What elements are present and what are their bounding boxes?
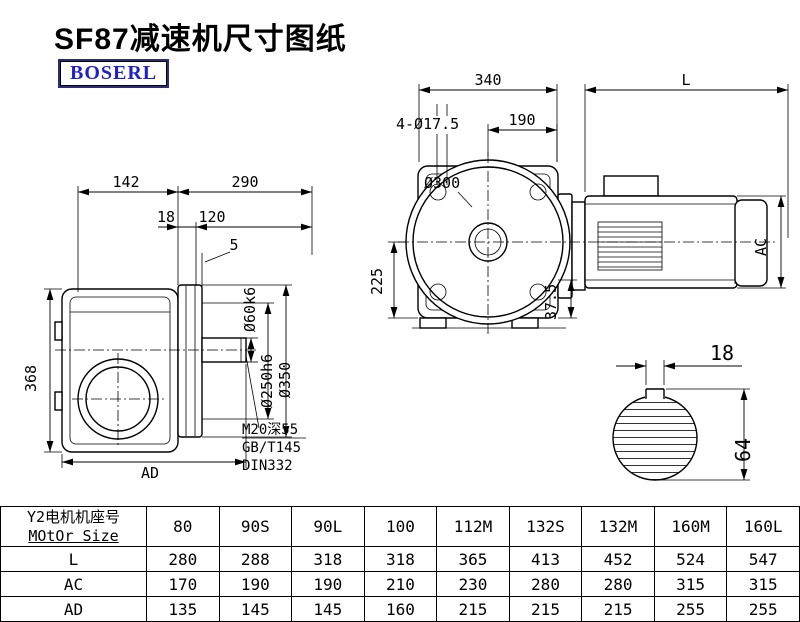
table-header-row: Y2电机机座号 MOtOr Size 80 90S 90L 100 112M 1…: [0, 506, 800, 547]
row-label: AC: [0, 571, 147, 597]
shaft-section-circle: [612, 395, 698, 481]
page-title: SF87减速机尺寸图纸: [54, 23, 347, 56]
size-col: 80: [146, 506, 220, 547]
dim-shaft-diameter: Ø60k6: [241, 287, 259, 332]
dim-L: L: [681, 71, 690, 89]
cell: 255: [653, 596, 728, 622]
bolt-hole: [429, 283, 447, 301]
size-col: 160M: [653, 506, 728, 547]
shaft-key-section: 18 64: [612, 341, 755, 481]
size-col: 100: [363, 506, 438, 547]
dim-225: 225: [368, 268, 386, 295]
dim-290: 290: [231, 173, 258, 191]
motor-size-header-en: MOtOr Size: [28, 526, 119, 545]
motor-adapter: [571, 201, 586, 291]
cell: 145: [218, 596, 293, 622]
dim-190: 190: [508, 111, 535, 129]
note-din-standard: DIN332: [242, 458, 293, 474]
cell: 280: [581, 571, 655, 597]
technical-drawing: 142 290 18 120 5 Ø60k6 Ø250h6 Ø350 368: [22, 71, 789, 482]
size-col: 132M: [581, 506, 655, 547]
cell: 280: [146, 546, 220, 572]
dim-37-5: 37.5: [542, 284, 560, 320]
cell: 365: [436, 546, 510, 572]
size-col: 160L: [726, 506, 800, 547]
cell: 288: [218, 546, 293, 572]
terminal-box: [603, 175, 659, 197]
cell: 190: [291, 571, 365, 597]
dim-368: 368: [22, 365, 40, 392]
foot-left: [419, 317, 447, 329]
cell: 280: [508, 571, 583, 597]
motor-dimension-table: Y2电机机座号 MOtOr Size 80 90S 90L 100 112M 1…: [0, 506, 800, 622]
side-view: 142 290 18 120 5 Ø60k6 Ø250h6 Ø350 368: [22, 173, 313, 482]
cell: 215: [436, 596, 510, 622]
note-tap: M20深55: [242, 422, 298, 438]
brand-logo: BOSERL: [58, 59, 170, 88]
dim-key-width-18: 18: [710, 341, 734, 365]
row-label: AD: [0, 596, 147, 622]
dim-5: 5: [229, 236, 238, 254]
dim-120: 120: [198, 208, 225, 226]
cell: 318: [363, 546, 438, 572]
dim-AC: AC: [752, 238, 770, 256]
cell: 255: [726, 596, 800, 622]
cell: 135: [146, 596, 220, 622]
cell: 524: [653, 546, 728, 572]
output-flange: [177, 284, 203, 438]
size-col: 112M: [436, 506, 510, 547]
cell: 160: [363, 596, 438, 622]
dim-flange-diameter: Ø350: [276, 362, 294, 398]
size-col: 90L: [291, 506, 365, 547]
cell: 413: [508, 546, 583, 572]
dim-bolt-holes: 4-Ø17.5: [396, 115, 459, 133]
dim-AD: AD: [141, 464, 159, 482]
cell: 190: [218, 571, 293, 597]
dim-key-depth-64: 64: [731, 438, 755, 462]
dim-flange-300: Ø300: [424, 174, 460, 192]
cell: 452: [581, 546, 655, 572]
dim-340: 340: [474, 71, 501, 89]
motor-size-header-cn: Y2电机机座号: [26, 507, 121, 526]
cell: 210: [363, 571, 438, 597]
row-label: L: [0, 546, 147, 572]
bolt-hole: [529, 283, 547, 301]
cell: 315: [726, 571, 800, 597]
bolt-hole: [429, 183, 447, 201]
brand-logo-text: BOSERL: [70, 62, 158, 84]
front-view: Ø300 4-Ø17.5 340 L 190 225 37.5 AC: [368, 71, 789, 334]
size-col: 90S: [218, 506, 293, 547]
table-row-AC: AC 170 190 190 210 230 280 280 315 315: [0, 571, 800, 597]
dim-18: 18: [157, 208, 175, 226]
cell: 215: [508, 596, 583, 622]
cell: 145: [291, 596, 365, 622]
dim-142: 142: [112, 173, 139, 191]
cell: 215: [581, 596, 655, 622]
table-row-AD: AD 135 145 145 160 215 215 215 255 255: [0, 596, 800, 622]
cell: 547: [726, 546, 800, 572]
bolt-hole: [529, 183, 547, 201]
table-row-L: L 280 288 318 318 365 413 452 524 547: [0, 546, 800, 572]
gearbox-body: [61, 288, 179, 453]
cell: 318: [291, 546, 365, 572]
cell: 230: [436, 571, 510, 597]
cell: 170: [146, 571, 220, 597]
dim-spigot-diameter: Ø250h6: [258, 354, 276, 408]
motor-size-header-cell: Y2电机机座号 MOtOr Size: [0, 506, 147, 547]
note-gb-standard: GB/T145: [242, 440, 301, 456]
size-col: 132S: [508, 506, 583, 547]
cell: 315: [653, 571, 728, 597]
